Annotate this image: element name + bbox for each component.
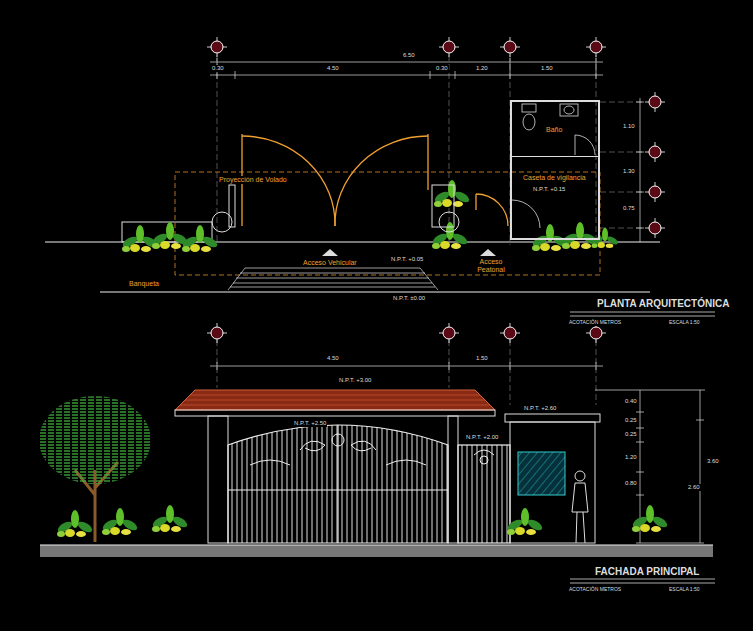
drawing-label: 3.60 bbox=[706, 458, 720, 465]
drawing-label: FACHADA PRINCIPAL bbox=[594, 566, 700, 577]
drawing-label: 0.25 bbox=[624, 417, 638, 424]
drawing-label: 4.50 bbox=[326, 65, 340, 72]
drawing-label: 0.30 bbox=[435, 65, 449, 72]
room-label: N.P.T. +0.15 bbox=[532, 186, 566, 193]
bathroom-room: Baño bbox=[512, 102, 598, 157]
drawing-label: ESCALA 1:50 bbox=[668, 320, 701, 326]
drawing-label: N.P.T. ±0.00 bbox=[392, 295, 426, 302]
drawing-label: 0.40 bbox=[624, 398, 638, 405]
drawing-label: 0.75 bbox=[622, 205, 636, 212]
drawing-label: Acceso Peatonal bbox=[476, 258, 506, 273]
drawing-label: N.P.T. +2.60 bbox=[523, 405, 557, 412]
drawing-label: 4.50 bbox=[326, 355, 340, 362]
drawing-label: 0.30 bbox=[211, 65, 225, 72]
drawing-label: 1.50 bbox=[475, 355, 489, 362]
drawing-label: 0.80 bbox=[624, 480, 638, 487]
drawing-label: ACOTACIÓN METROS bbox=[568, 320, 622, 326]
guard-booth: Caseta de vigilanciaN.P.T. +0.15 Baño bbox=[510, 100, 600, 240]
drawing-label: ACOTACIÓN METROS bbox=[568, 587, 622, 593]
drawing-label: N.P.T. +3.00 bbox=[338, 377, 372, 384]
drawing-label: ESCALA 1:50 bbox=[668, 587, 701, 593]
drawing-label: 1.20 bbox=[475, 65, 489, 72]
drawing-label: Proyección de Volado bbox=[218, 176, 288, 184]
drawing-label: 1.50 bbox=[540, 65, 554, 72]
drawing-label: N.P.T. +2.50 bbox=[293, 420, 327, 427]
drawing-label: 0.25 bbox=[624, 431, 638, 438]
drawing-label: Acceso Vehicular bbox=[302, 259, 358, 267]
drawing-label: 1.30 bbox=[622, 168, 636, 175]
drawing-label: PLANTA ARQUITECTÓNICA bbox=[596, 298, 730, 309]
room-label: Baño bbox=[545, 126, 563, 134]
drawing-label: N.P.T. +2.00 bbox=[465, 434, 499, 441]
drawing-label: Banqueta bbox=[128, 280, 160, 288]
drawing-label: N.P.T. +0.05 bbox=[390, 256, 424, 263]
room-label: Caseta de vigilancia bbox=[522, 174, 587, 182]
drawing-label: 6.50 bbox=[402, 52, 416, 59]
drawing-label: 2.60 bbox=[687, 484, 701, 491]
drawing-label: 1.10 bbox=[622, 123, 636, 130]
drawing-label: 1.20 bbox=[624, 454, 638, 461]
